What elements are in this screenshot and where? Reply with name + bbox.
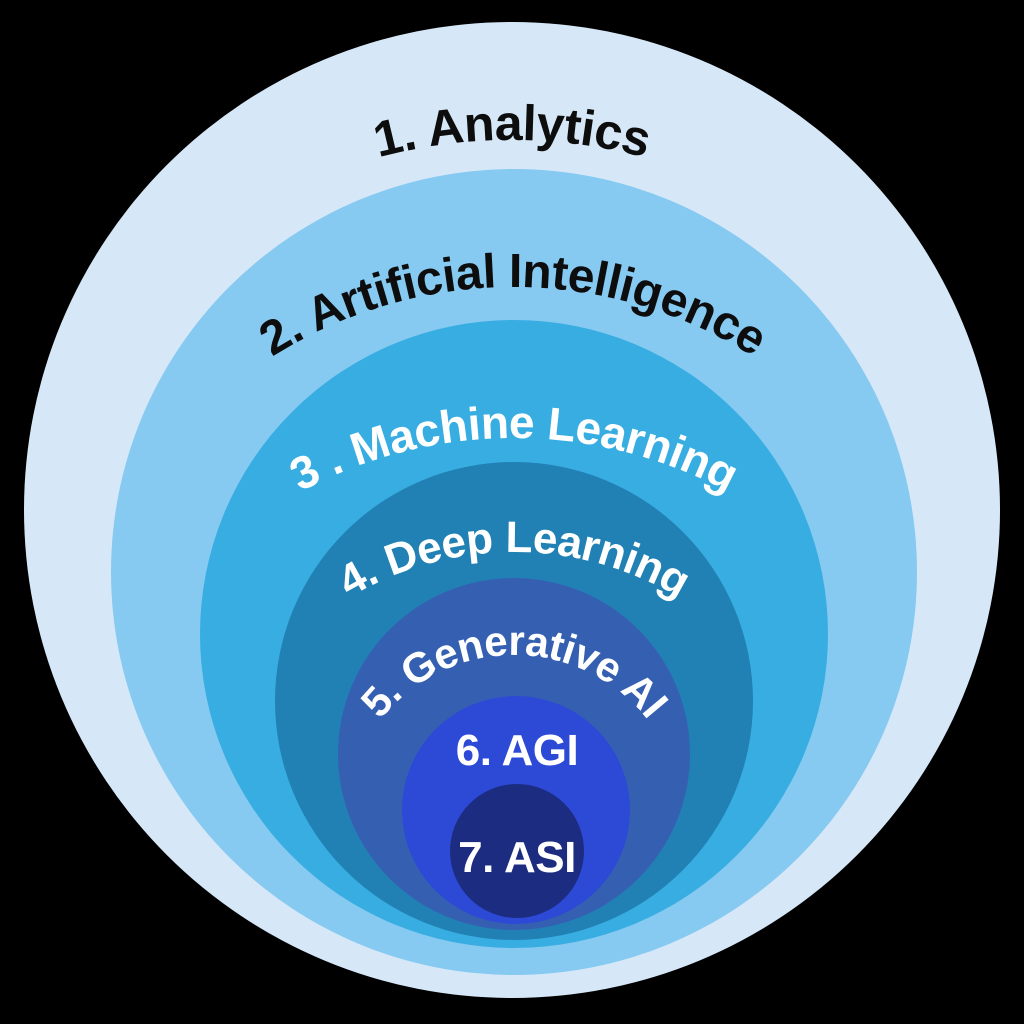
label-asi: 7. ASI	[458, 833, 576, 882]
circle-asi	[450, 784, 584, 918]
label-agi: 6. AGI	[456, 726, 579, 775]
